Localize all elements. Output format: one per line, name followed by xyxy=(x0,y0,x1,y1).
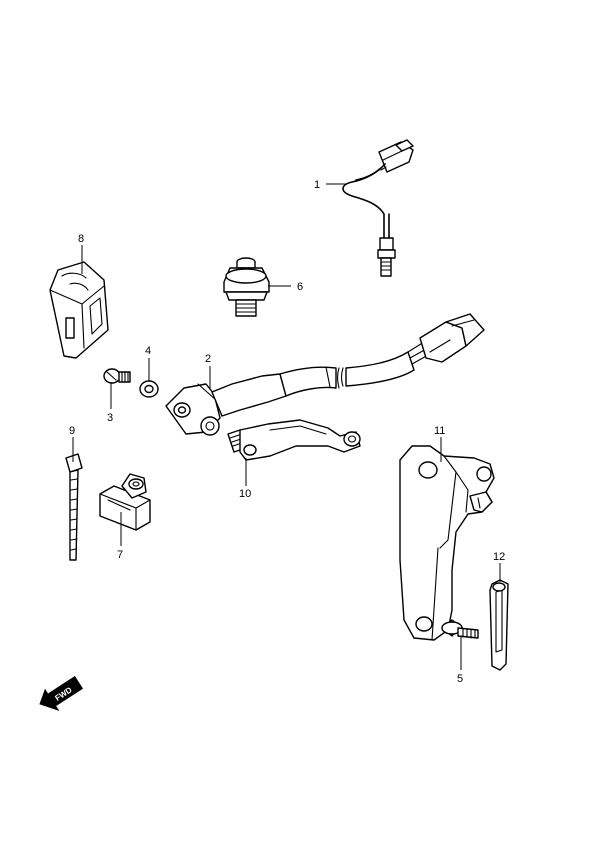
part-3-screw xyxy=(103,368,131,384)
callout-3: 3 xyxy=(107,412,113,424)
callout-11: 11 xyxy=(434,425,445,437)
part-12-cable-strap xyxy=(489,579,509,671)
fwd-arrow-icon: FWD xyxy=(39,675,84,711)
leader-lines xyxy=(72,183,501,670)
callout-9: 9 xyxy=(69,425,75,437)
callout-10: 10 xyxy=(239,488,251,500)
callout-12: 12 xyxy=(493,551,505,563)
part-6-pressure-switch xyxy=(223,257,270,317)
part-2-sensor-harness xyxy=(165,313,485,436)
callout-7: 7 xyxy=(117,549,123,561)
callout-6: 6 xyxy=(297,281,303,293)
part-4-washer xyxy=(139,380,159,398)
callout-8: 8 xyxy=(78,233,84,245)
part-5-bolt xyxy=(441,619,479,639)
part-7-clip-nut xyxy=(99,473,151,531)
callout-2: 2 xyxy=(205,353,211,365)
part-10-sensor-arm xyxy=(227,419,361,461)
callout-numbers: 1 2 3 4 5 6 7 8 9 10 11 12 xyxy=(69,179,505,685)
callout-5: 5 xyxy=(457,673,463,685)
part-8-holder-bracket xyxy=(49,261,109,359)
callout-4: 4 xyxy=(145,345,151,357)
part-1-sensor-cable xyxy=(342,139,414,277)
part-9-cable-tie xyxy=(65,453,83,561)
callout-1: 1 xyxy=(314,179,320,191)
part-11-mounting-bracket xyxy=(399,445,495,641)
